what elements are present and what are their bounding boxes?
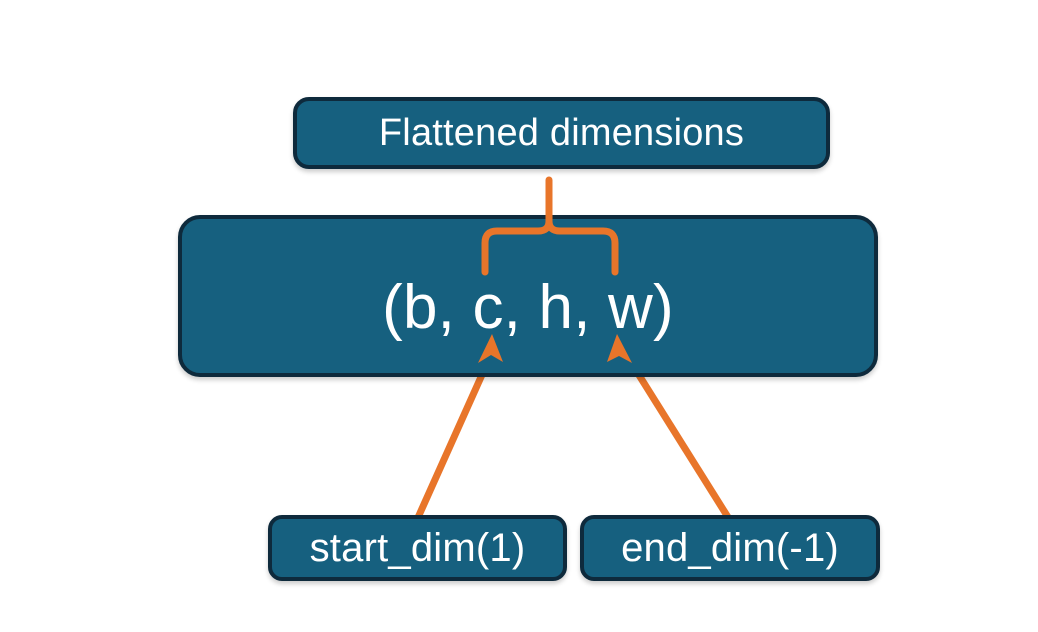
node-tensor-shape-label: (b, c, h, w) [382, 273, 674, 342]
node-flattened-dimensions[interactable]: Flattened dimensions [293, 97, 830, 169]
node-start-dim-label: start_dim(1) [309, 526, 526, 570]
node-flattened-dimensions-label: Flattened dimensions [378, 112, 745, 154]
node-tensor-shape[interactable]: (b, c, h, w) [178, 215, 878, 377]
node-start-dim[interactable]: start_dim(1) [268, 515, 567, 581]
node-end-dim[interactable]: end_dim(-1) [580, 515, 880, 581]
node-end-dim-label: end_dim(-1) [621, 526, 839, 570]
